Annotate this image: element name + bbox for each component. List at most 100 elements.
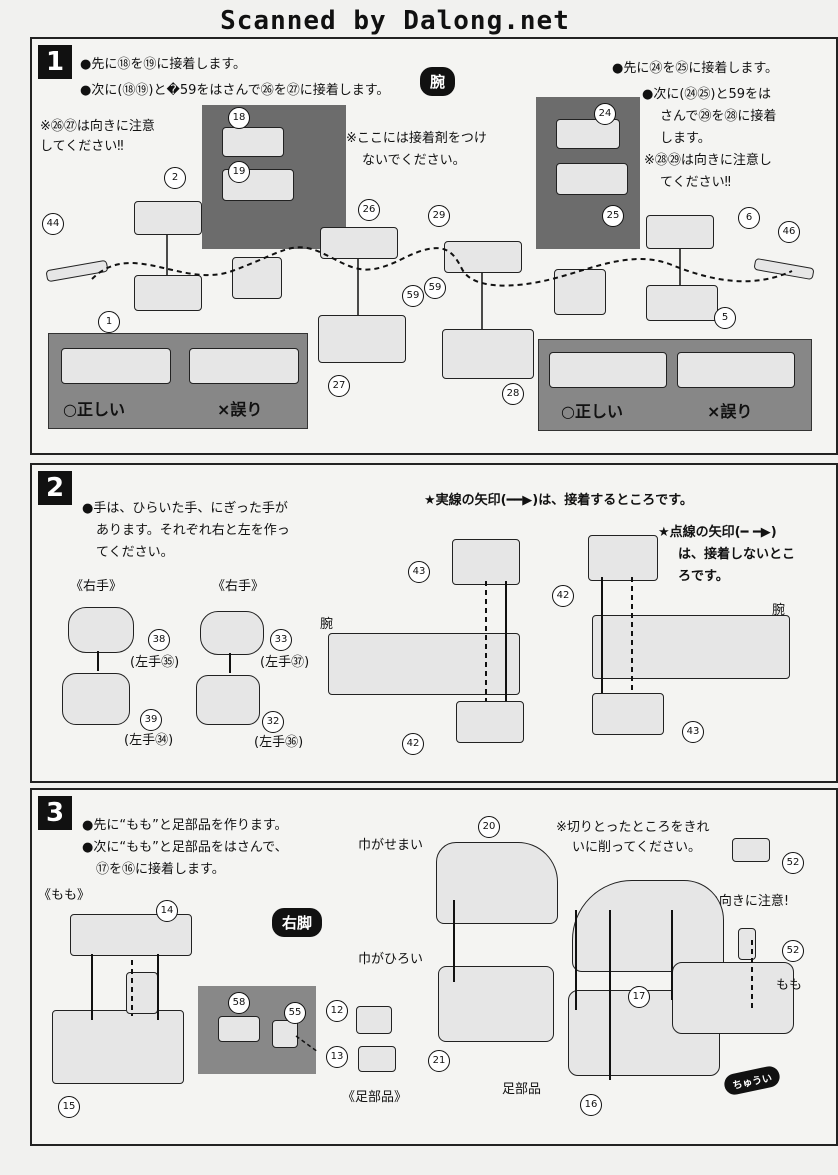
part-number: 43 — [682, 721, 704, 743]
part-number: 39 — [140, 709, 162, 731]
arm-joint — [232, 257, 282, 299]
part-number: 58 — [228, 992, 250, 1014]
arm-label: 腕 — [320, 617, 334, 632]
solid-arrow-legend: ★実線の矢印(━━▶)は、接着するところです。 — [424, 493, 693, 508]
instruction-line: ●手は、ひらいた手、にぎった手が — [82, 501, 288, 516]
trim-note: いに削ってください。 — [572, 840, 701, 855]
part-number: 27 — [328, 375, 350, 397]
part-43-block — [592, 693, 664, 735]
part-number: 59 — [424, 277, 446, 299]
instruction-line: ●先に⑱を⑲に接着します。 — [80, 57, 247, 72]
wrong-sample — [677, 352, 795, 388]
instruction-line: さんで㉙を㉘に接着 — [660, 109, 777, 124]
instruction-line: ●先に“もも”と足部品を作ります。 — [82, 818, 288, 833]
part-58 — [218, 1016, 260, 1042]
part-number: 52 — [782, 940, 804, 962]
step-1-leader-lines — [91, 235, 793, 329]
part-20-foot-shell — [436, 842, 558, 924]
fist-hand-part — [200, 611, 264, 655]
left-hand-note: (左手㊱) — [254, 735, 304, 750]
part-12 — [356, 1006, 392, 1034]
arm-label: 腕 — [772, 603, 786, 618]
dashed-arrow-legend: ろです。 — [678, 569, 729, 584]
part-13 — [358, 1046, 396, 1072]
section-label: 右脚 — [272, 908, 323, 937]
thigh-label: もも — [776, 978, 803, 993]
glue-warning: ないでください。 — [362, 153, 466, 168]
correct-label: ○正しい — [63, 400, 125, 419]
left-hand-note: (左手㉞) — [124, 733, 174, 748]
narrow-note: 巾がせまい — [358, 838, 424, 853]
part-2 — [134, 201, 202, 235]
step-2-arrows — [97, 577, 633, 701]
part-number: 43 — [408, 561, 430, 583]
part-number: 17 — [628, 986, 650, 1008]
part-number: 6 — [738, 207, 760, 229]
correct-label: ○正しい — [561, 402, 623, 421]
part-number: 33 — [270, 629, 292, 651]
trim-note: ※切りとったところをきれ — [556, 820, 710, 835]
instruction-line: ●次に(㉔㉕)と59をは — [642, 87, 772, 102]
step-number: 1 — [38, 45, 72, 79]
part-26 — [320, 227, 398, 259]
part-42-block — [588, 535, 658, 581]
instruction-line: ●先に㉔を㉕に接着します。 — [612, 61, 779, 76]
correct-sample — [549, 352, 667, 388]
wrong-label: ×誤り — [707, 402, 753, 421]
arm-assembly-left — [328, 633, 520, 695]
part-number: 46 — [778, 221, 800, 243]
orientation-note: ※向きに注意! — [708, 894, 790, 909]
part-number: 2 — [164, 167, 186, 189]
wide-note: 巾がひろい — [358, 952, 424, 967]
part-number: 14 — [156, 900, 178, 922]
part-55 — [272, 1020, 298, 1048]
section-label: 腕 — [420, 67, 456, 96]
part-number: 25 — [602, 205, 624, 227]
step-1-panel: 1 ●先に⑱を⑲に接着します。 ●次に(⑱⑲)と�59をはさんで㉖を㉗に接着しま… — [30, 37, 838, 455]
caution-note: ※㉘㉙は向きに注意し — [644, 153, 772, 168]
caution-note: てください‼ — [660, 175, 731, 190]
part-number: 1 — [98, 311, 120, 333]
part-number: 59 — [402, 285, 424, 307]
part-number: 15 — [58, 1096, 80, 1118]
dashed-arrow-legend: は、接着しないとこ — [678, 547, 796, 562]
part-42-block — [456, 701, 524, 743]
part-21-foot-shell — [438, 966, 554, 1042]
part-number: 32 — [262, 711, 284, 733]
left-hand-note: (左手㊲) — [260, 655, 310, 670]
correct-sample — [61, 348, 171, 384]
left-hand-note: (左手㉟) — [130, 655, 180, 670]
part-number: 18 — [228, 107, 250, 129]
part-17-leg — [572, 880, 724, 972]
part-number: 29 — [428, 205, 450, 227]
hand-heading: 《右手》 — [212, 579, 265, 594]
correct-wrong-panel: ○正しい ×誤り — [538, 339, 812, 431]
part-25 — [556, 163, 628, 195]
part-number: 44 — [42, 213, 64, 235]
part-number: 12 — [326, 1000, 348, 1022]
hand-heading: 《右手》 — [70, 579, 123, 594]
instruction-line: ⑰を⑯に接着します。 — [96, 862, 225, 877]
part-52-a — [732, 838, 770, 862]
foot-part-label: 足部品 — [502, 1082, 542, 1097]
part-number: 24 — [594, 103, 616, 125]
part-number: 13 — [326, 1046, 348, 1068]
step-3-panel: 3 ●先に“もも”と足部品を作ります。 ●次に“もも”と足部品をはさんで、 ⑰を… — [30, 788, 838, 1146]
part-number: 26 — [358, 199, 380, 221]
arm-assembly-right — [592, 615, 790, 679]
foot-heading: 《足部品》 — [342, 1090, 408, 1105]
step-2-panel: 2 ●手は、ひらいた手、にぎった手が あります。それぞれ右と左を作っ てください… — [30, 463, 838, 783]
part-number: 5 — [714, 307, 736, 329]
caution-note: してください‼ — [40, 139, 124, 154]
step-number: 3 — [38, 796, 72, 830]
part-18 — [222, 127, 284, 157]
part-number: 19 — [228, 161, 250, 183]
part-1 — [134, 275, 202, 311]
open-hand-part — [68, 607, 134, 653]
step-number: 2 — [38, 471, 72, 505]
part-number: 42 — [552, 585, 574, 607]
caution-note: ※㉖㉗は向きに注意 — [40, 119, 155, 134]
part-15-thigh — [52, 1010, 184, 1084]
part-29 — [444, 241, 522, 273]
part-number: 28 — [502, 383, 524, 405]
